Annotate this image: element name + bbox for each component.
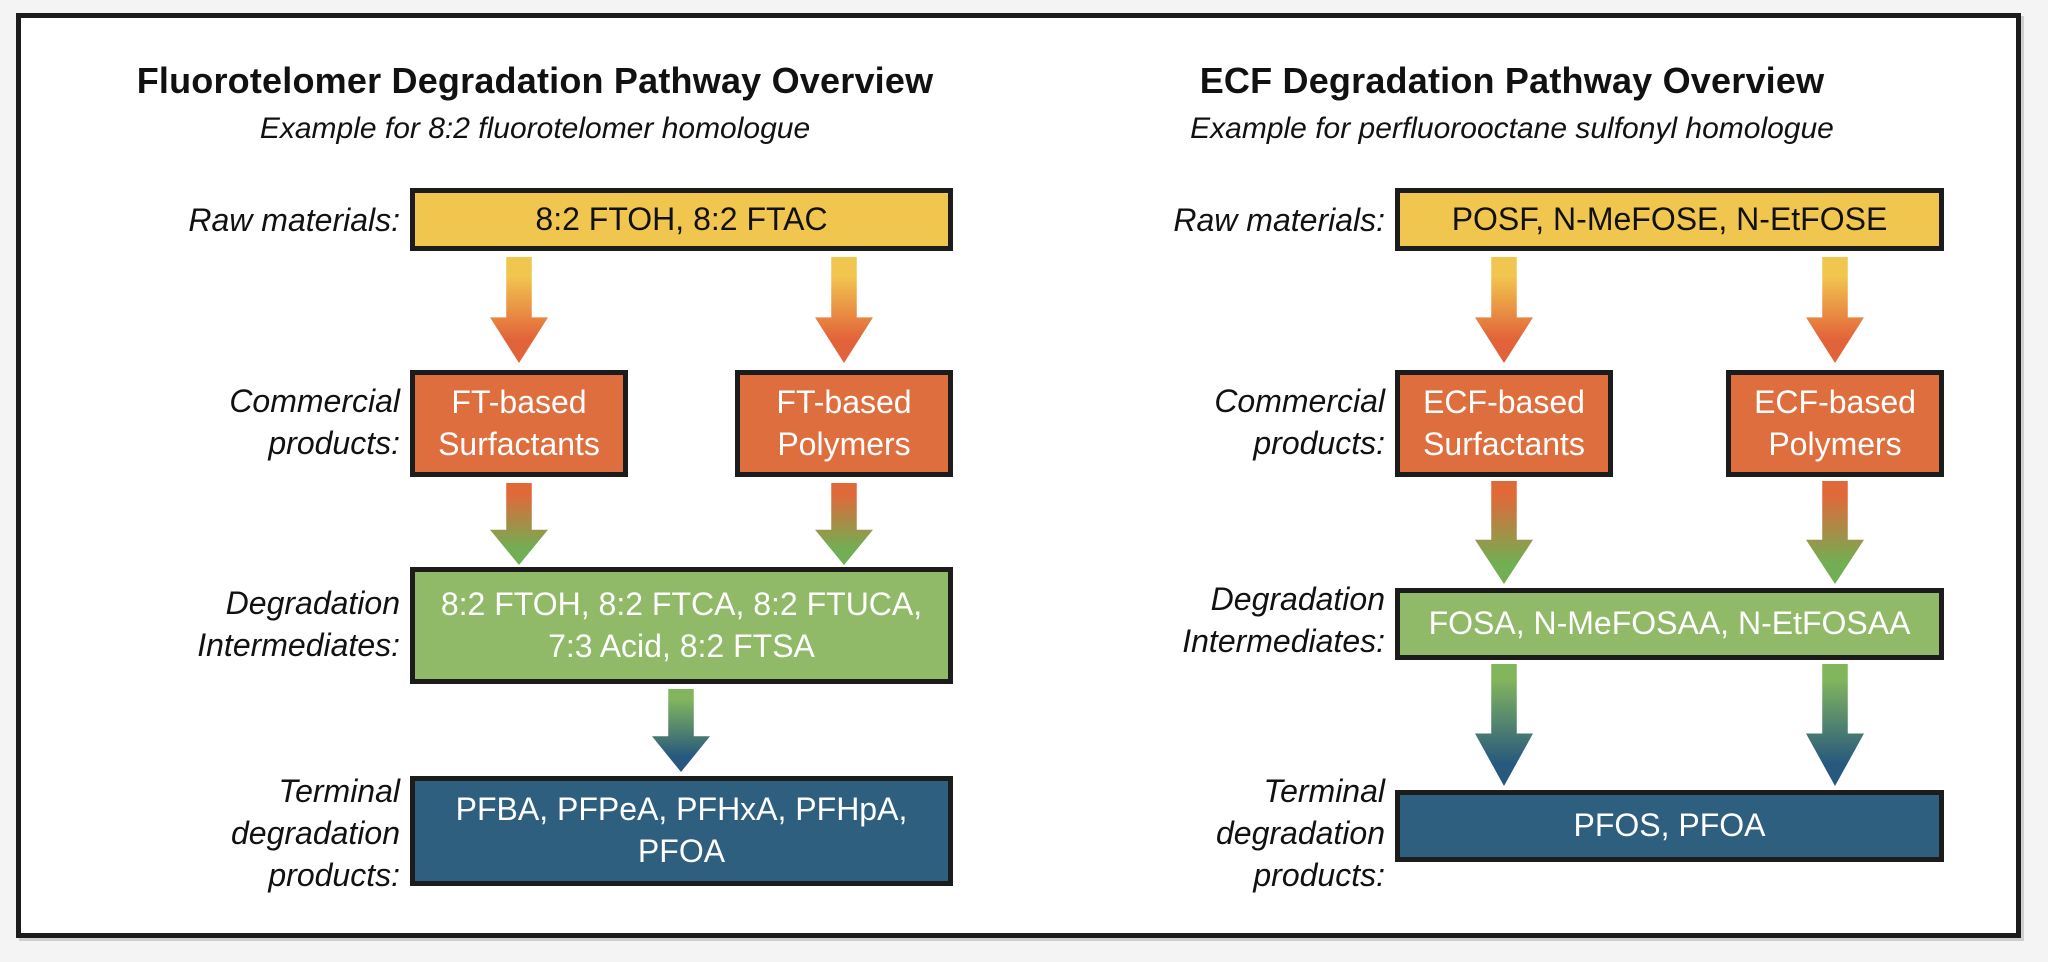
ecf-arrow-intermediates-to-terminal-left [1475,664,1533,786]
ecf-arrow-intermediates-to-terminal-right [1806,664,1864,786]
panel-subtitle: Example for perfluorooctane sulfonyl hom… [1190,112,1834,145]
panel-title: Fluorotelomer Degradation Pathway Overvi… [136,60,934,101]
polymers-box: FT-based Polymers [735,370,953,477]
raw-materials-box: POSF, N-MeFOSE, N-EtFOSE [1395,188,1944,251]
row-label-terminal-products: Terminal degradation products: [1215,773,1385,894]
row-label-terminal-products: Terminal degradation products: [230,773,400,894]
intermediates-box: FOSA, N-MeFOSAA, N-EtFOSAA [1395,588,1944,660]
row-label-commercial-products: Commercial products: [1214,383,1385,462]
surfactants-box: ECF-based Surfactants [1395,370,1613,477]
raw-materials-box: 8:2 FTOH, 8:2 FTAC [410,188,953,251]
figure-frame [16,13,2021,938]
row-label-commercial-products: Commercial products: [229,383,400,462]
polymers-box: ECF-based Polymers [1726,370,1944,477]
surfactants-box: FT-based Surfactants [410,370,628,477]
panel-subtitle: Example for 8:2 fluorotelomer homologue [259,112,811,145]
ecf-arrow-raw-to-surfactants [1475,257,1533,363]
intermediates-box: 8:2 FTOH, 8:2 FTCA, 8:2 FTUCA, 7:3 Acid,… [410,567,953,684]
panel-title: ECF Degradation Pathway Overview [1199,60,1825,101]
row-label-raw-materials: Raw materials: [188,202,400,238]
ecf-arrow-polymers-to-intermediates [1806,481,1864,584]
terminal-products-box: PFOS, PFOA [1395,790,1944,862]
terminal-products-box: PFBA, PFPeA, PFHxA, PFHpA, PFOA [410,776,953,886]
ecf-arrow-surfactants-to-intermediates [1475,481,1533,584]
row-label-degradation-intermediates: Degradation Intermediates: [1182,581,1385,660]
ecf-arrow-raw-to-polymers [1806,257,1864,363]
row-label-degradation-intermediates: Degradation Intermediates: [197,585,400,664]
row-label-raw-materials: Raw materials: [1173,202,1385,238]
